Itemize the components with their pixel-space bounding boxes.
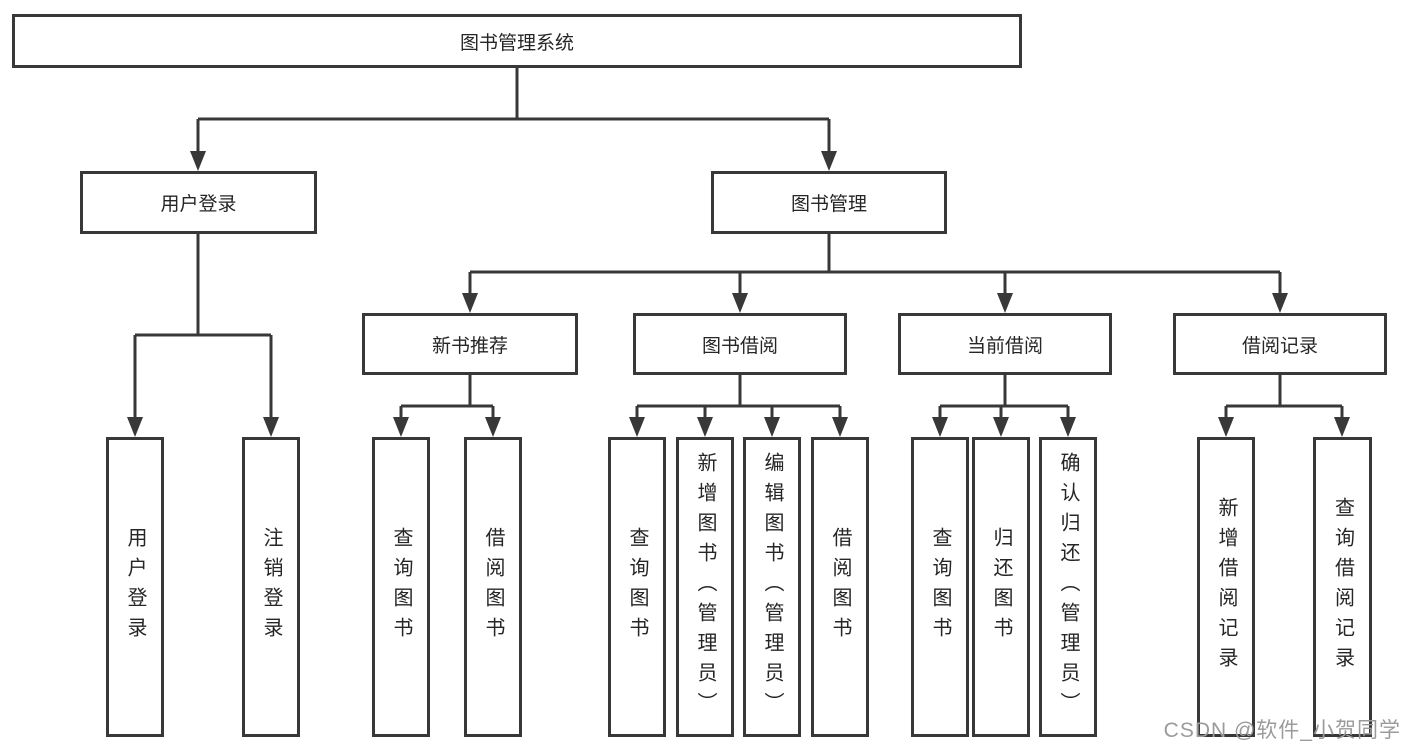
leaf-borrowing-borrow-book: 借阅图书 <box>811 437 869 737</box>
leaf-records-add-record: 新增借阅记录 <box>1197 437 1255 737</box>
node-book-borrowing: 图书借阅 <box>633 313 847 375</box>
leaf-borrowing-query-book: 查询图书 <box>608 437 666 737</box>
leaf-recommend-borrow-book: 借阅图书 <box>464 437 522 737</box>
node-new-book-recommend: 新书推荐 <box>362 313 578 375</box>
node-borrowing-records: 借阅记录 <box>1173 313 1387 375</box>
leaf-user-login: 用户登录 <box>106 437 164 737</box>
leaf-current-query-book: 查询图书 <box>911 437 969 737</box>
node-current-borrowing: 当前借阅 <box>898 313 1112 375</box>
leaf-borrowing-edit-book-admin: 编辑图书（管理员） <box>743 437 801 737</box>
node-user-login: 用户登录 <box>80 171 317 234</box>
csdn-watermark: CSDN @软件_小贺同学 <box>1163 719 1401 742</box>
node-book-management: 图书管理 <box>711 171 947 234</box>
node-library-management-system: 图书管理系统 <box>12 14 1022 68</box>
leaf-borrowing-add-book-admin: 新增图书（管理员） <box>676 437 734 737</box>
leaf-recommend-query-book: 查询图书 <box>372 437 430 737</box>
leaf-current-confirm-return-admin: 确认归还（管理员） <box>1039 437 1097 737</box>
leaf-records-query-record: 查询借阅记录 <box>1313 437 1372 737</box>
leaf-current-return-book: 归还图书 <box>972 437 1030 737</box>
leaf-logout: 注销登录 <box>242 437 300 737</box>
